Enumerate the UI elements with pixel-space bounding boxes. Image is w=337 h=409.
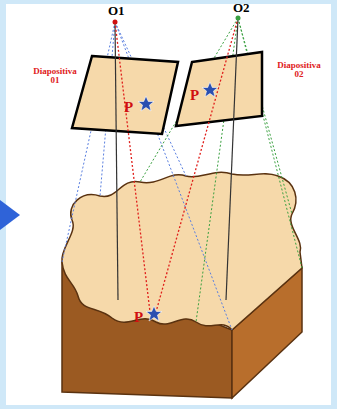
- nadir-line-1: [115, 22, 118, 300]
- center-label: O1: [108, 4, 125, 18]
- projection-center-2: [236, 16, 241, 21]
- projection-center-1: [113, 20, 118, 25]
- photo-label: Diapositiva 02: [272, 60, 326, 81]
- point-rays: [115, 18, 238, 312]
- point-label: P: [134, 310, 143, 326]
- nadir-line-2: [226, 18, 238, 300]
- point-stars: [138, 82, 218, 321]
- center-label: O2: [233, 1, 250, 15]
- photo-frame-1: [72, 56, 178, 134]
- ground: [6, 4, 331, 405]
- point-label: P: [124, 100, 133, 116]
- photo-frame-2: [176, 52, 262, 126]
- terrain-block: [62, 172, 302, 398]
- point-label: P: [190, 88, 199, 104]
- photo-label: Diapositiva 01: [28, 66, 82, 87]
- arrow-marker: [0, 200, 20, 230]
